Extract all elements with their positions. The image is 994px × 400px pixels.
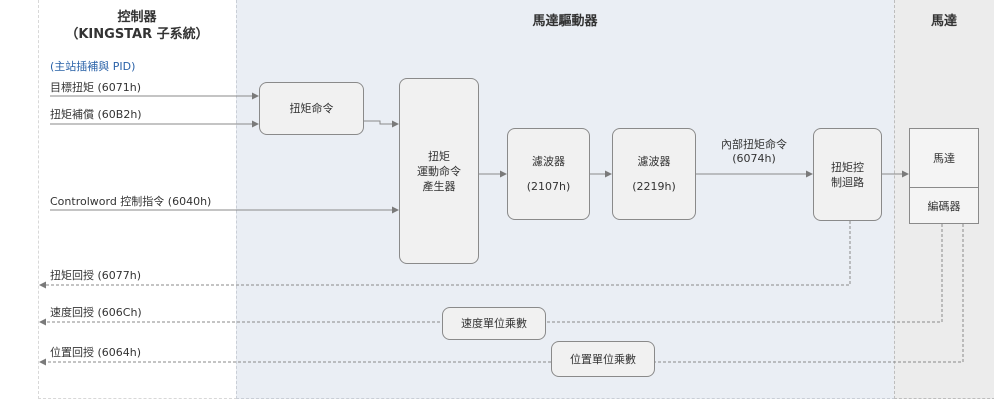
generator-label-line2: 運動命令 (417, 164, 461, 178)
filter-2219h-block: 濾波器 (2219h) (612, 128, 696, 220)
label-controlword: Controlword 控制指令 (6040h) (50, 195, 212, 208)
position-factor-label: 位置單位乘數 (570, 352, 636, 366)
filter2-code: (2219h) (632, 180, 676, 193)
encoder-label: 編碼器 (927, 199, 961, 213)
internal-torque-command-label: 內部扭矩命令 (6074h) (704, 138, 804, 166)
internal-cmd-line1: 內部扭矩命令 (721, 138, 787, 151)
encoder-block: 編碼器 (909, 187, 979, 224)
generator-label-line3: 產生器 (422, 179, 456, 193)
controller-note: (主站插補與 PID) (50, 60, 136, 73)
velocity-factor-label: 速度單位乘數 (461, 317, 527, 330)
controller-header-title: 控制器 (117, 10, 157, 25)
motor-block: 馬達 (909, 128, 979, 188)
generator-label-line1: 扭矩 (428, 149, 450, 163)
wire-position-feedback (39, 224, 964, 366)
filter-2107h-block: 濾波器 (2107h) (507, 128, 590, 220)
controller-zone (38, 0, 237, 399)
torque-ctrl-line1: 扭矩控 (831, 160, 864, 174)
filter1-code: (2107h) (526, 180, 571, 193)
motor-header: 馬達 (930, 14, 957, 29)
torque-control-loop-block: 扭矩控 制迴路 (813, 128, 882, 221)
torque-motion-generator-block: 扭矩 運動命令 產生器 (399, 78, 479, 264)
internal-cmd-line2: (6074h) (732, 152, 776, 165)
filter2-name: 濾波器 (637, 155, 671, 168)
wire-torque-feedback (39, 221, 851, 289)
label-position-feedback: 位置回授 (6064h) (50, 346, 142, 359)
torque-command-block: 扭矩命令 (259, 82, 364, 135)
label-velocity-feedback: 速度回授 (606Ch) (50, 306, 142, 319)
controller-header-subtitle: （KINGSTAR 子系統） (65, 27, 209, 42)
filter1-name: 濾波器 (532, 155, 565, 168)
drive-header: 馬達驅動器 (532, 14, 598, 29)
label-target-torque: 目標扭矩 (6071h) (50, 81, 142, 94)
torque-ctrl-line2: 制迴路 (831, 175, 864, 189)
label-torque-offset: 扭矩補償 (60B2h) (50, 108, 142, 121)
wire-cmd-to-generator (364, 120, 399, 128)
motor-label: 馬達 (933, 152, 955, 165)
velocity-factor-block: 速度單位乘數 (442, 307, 546, 340)
wire-velocity-feedback (39, 224, 943, 326)
torque-command-label: 扭矩命令 (289, 102, 334, 115)
position-factor-block: 位置單位乘數 (551, 341, 655, 377)
label-torque-feedback: 扭矩回授 (6077h) (50, 269, 142, 282)
